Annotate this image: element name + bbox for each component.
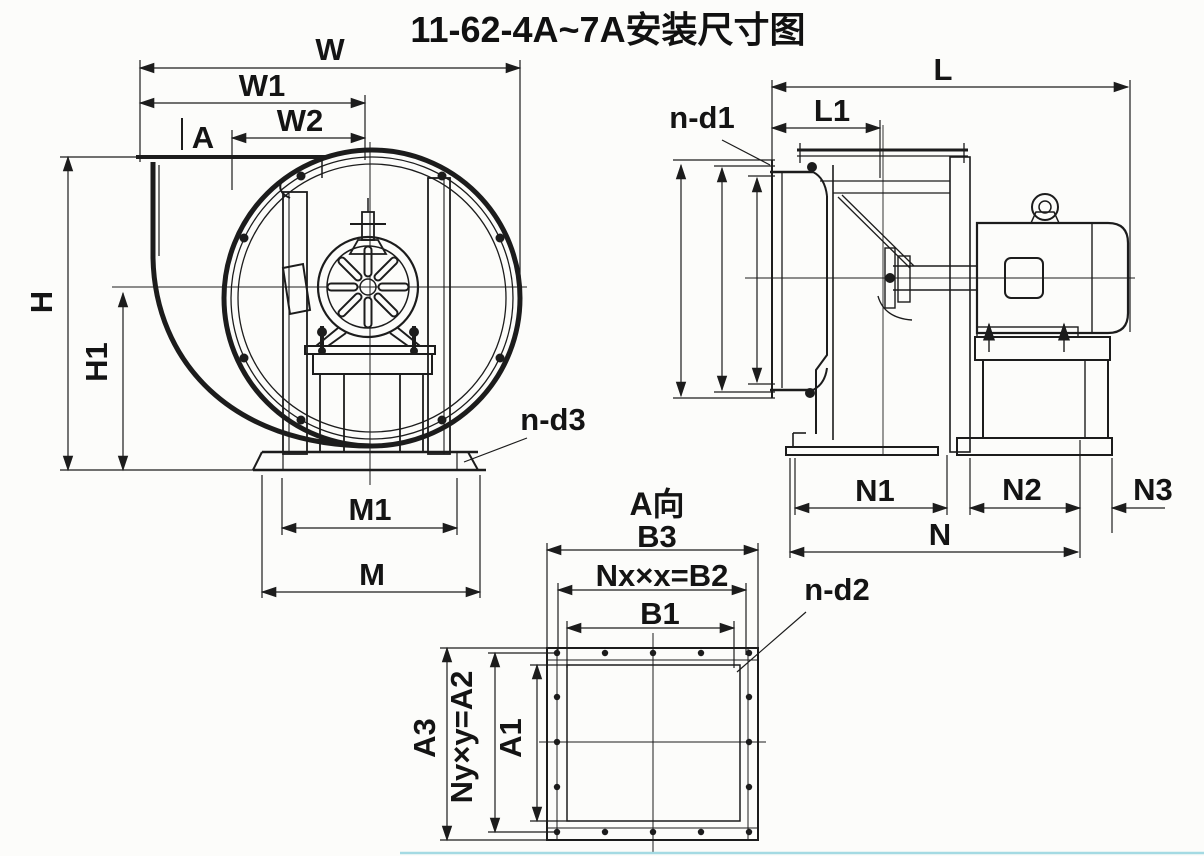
dim-label-w2: W2 — [277, 103, 324, 138]
view-a-label: A向 — [629, 486, 684, 522]
dim-label-a1: A1 — [493, 718, 528, 758]
dim-label-w: W — [315, 32, 345, 67]
flange-bolt-holes — [553, 649, 753, 836]
dim-label-n1: N1 — [855, 473, 895, 508]
fan-pedestal — [252, 353, 486, 472]
anchor-bolts — [317, 326, 419, 355]
dim-label-l: L — [934, 52, 953, 87]
leader-label-n-d1: n-d1 — [669, 100, 734, 135]
dim-label-l1: L1 — [814, 93, 850, 128]
flange-square — [539, 633, 766, 852]
inspection-plate — [281, 262, 312, 316]
dim-label-a3: A3 — [407, 718, 442, 758]
front-view-dimensions — [60, 60, 528, 598]
side-view: L L1 n-d1 N1 N2 N3 N — [669, 52, 1173, 558]
dim-label-b1: B1 — [640, 596, 680, 631]
motor-pedestal — [956, 336, 1113, 456]
motor-front — [304, 198, 436, 355]
dim-label-n2: N2 — [1002, 472, 1042, 507]
dim-label-m1: M1 — [348, 492, 391, 527]
dim-label-h1: H1 — [79, 342, 114, 382]
flange-view-dimensions — [440, 543, 807, 842]
side-view-dimensions — [673, 80, 1165, 558]
section-marker-a: A — [192, 120, 214, 155]
terminal-box — [1004, 257, 1044, 299]
fan-base — [785, 432, 939, 456]
support-frame — [282, 177, 451, 455]
dim-label-h: H — [24, 291, 59, 313]
dim-label-n3: N3 — [1133, 472, 1173, 507]
motor-side — [975, 193, 1130, 352]
dim-label-n: N — [929, 517, 951, 552]
drawing-title: 11-62-4A~7A安装尺寸图 — [410, 9, 805, 50]
dim-label-b2: Nx×x=B2 — [596, 558, 729, 593]
inlet-collar — [770, 160, 828, 434]
casing-side — [797, 143, 971, 453]
casing-rivets — [239, 171, 505, 425]
dim-label-b3: B3 — [637, 519, 677, 554]
dim-label-w1: W1 — [239, 68, 286, 103]
dim-label-a2: Ny×y=A2 — [444, 671, 479, 804]
leader-label-n-d3: n-d3 — [520, 402, 585, 437]
flange-view-a: A向 — [407, 486, 870, 852]
front-view: W W1 W2 A H H1 M1 M n-d3 — [24, 32, 586, 598]
dim-label-m: M — [359, 557, 385, 592]
eyebolt — [1031, 193, 1059, 221]
leader-label-n-d2: n-d2 — [804, 572, 869, 607]
shaft-hub — [877, 247, 977, 321]
